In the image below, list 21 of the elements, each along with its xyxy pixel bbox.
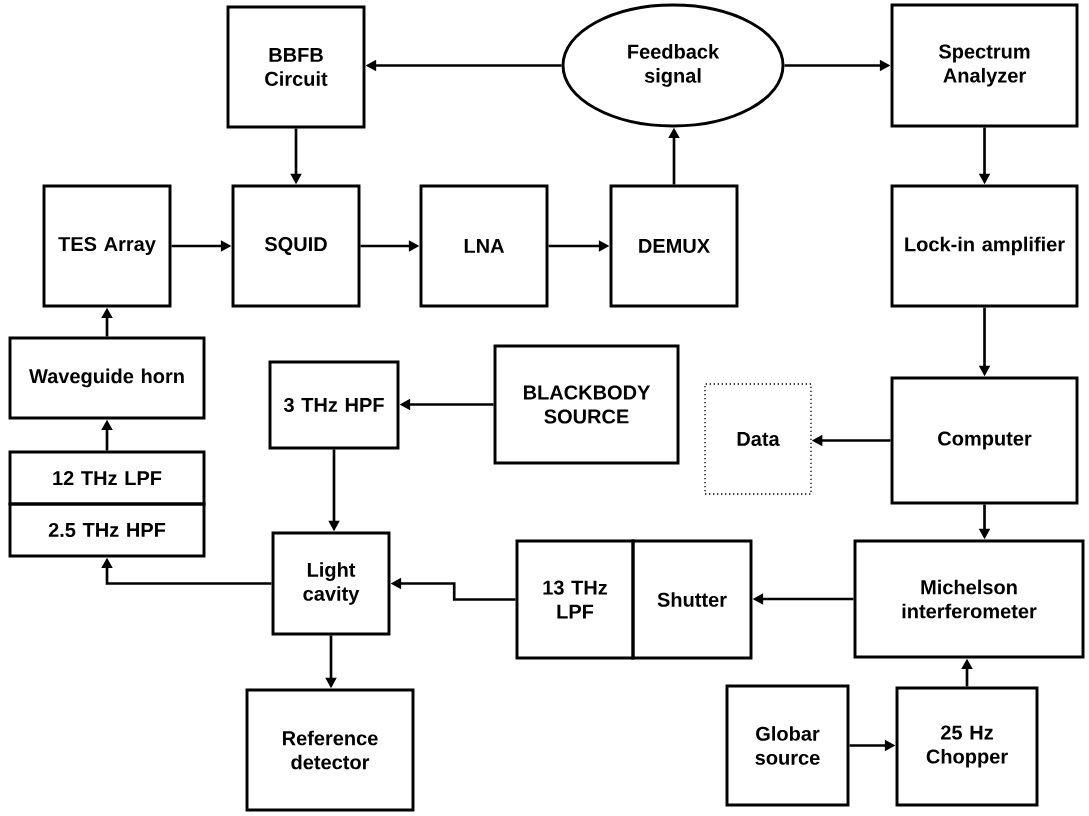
process-box: TES Array [42, 184, 172, 308]
process-box: LNA [419, 184, 549, 308]
data-box: Data [704, 383, 812, 495]
process-box: BLACKBODY SOURCE [493, 344, 680, 465]
process-box: Spectrum Analyzer [890, 3, 1079, 128]
process-box: 3 THz HPF [268, 360, 400, 450]
process-box: Waveguide horn [8, 336, 206, 420]
process-box: SQUID [231, 184, 361, 308]
process-box: Lock-in amplifier [890, 184, 1079, 308]
process-box: 2.5 THz HPF [8, 502, 206, 558]
process-box: Shutter [631, 539, 753, 660]
process-box: Computer [890, 376, 1079, 505]
process-box: 13 THz LPF [515, 539, 635, 660]
process-box: 25 Hz Chopper [895, 686, 1039, 807]
process-box: 12 THz LPF [8, 450, 206, 506]
process-box: Michelson interferometer [853, 539, 1085, 659]
process-box: Light cavity [271, 531, 391, 636]
process-box: Globar source [725, 684, 850, 807]
process-box: DEMUX [609, 184, 739, 308]
process-box: Reference detector [245, 688, 415, 812]
process-box: BBFB Circuit [226, 5, 366, 129]
